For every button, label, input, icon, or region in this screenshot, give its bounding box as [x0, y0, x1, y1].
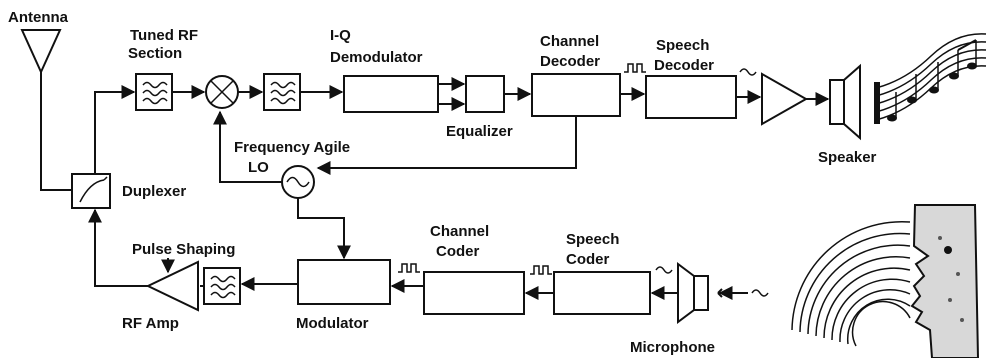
iq-demodulator-block	[343, 75, 439, 113]
microphone-icon	[677, 262, 709, 324]
duplexer-label: Duplexer	[122, 183, 186, 200]
pulse-shaping-label: Pulse Shaping	[132, 241, 235, 258]
speaking-face-icon	[791, 204, 980, 358]
rf-amplifier-icon	[145, 260, 199, 312]
music-notes-icon	[874, 33, 987, 124]
speaker-icon	[829, 63, 861, 141]
channel-coder-block	[423, 271, 525, 315]
antenna-label: Antenna	[8, 9, 69, 26]
microphone-label: Microphone	[630, 339, 715, 356]
channel-decoder-label-1: Channel	[540, 33, 599, 50]
tuned-rf-label-2: Section	[128, 45, 182, 62]
speech-decoder-block	[645, 75, 737, 119]
iq-label-2: Demodulator	[330, 49, 423, 66]
digital-pulse-icon	[529, 265, 553, 275]
tx-filter-icon	[203, 267, 241, 305]
modulator-label: Modulator	[296, 315, 369, 332]
channel-coder-label-1: Channel	[430, 223, 489, 240]
channel-coder-label-2: Coder	[436, 243, 480, 260]
tuned-rf-label-1: Tuned RF	[130, 27, 198, 44]
speech-coder-label-2: Coder	[566, 251, 610, 268]
mixer-icon	[205, 75, 239, 109]
rf-amp-label: RF Amp	[122, 315, 179, 332]
freq-agile-label-2: LO	[248, 159, 269, 176]
oscillator-icon	[281, 165, 315, 199]
speech-decoder-label-2: Decoder	[654, 57, 714, 74]
equalizer-label: Equalizer	[446, 123, 513, 140]
if-filter-icon	[263, 73, 301, 111]
duplexer-block	[71, 173, 111, 209]
tuned-rf-filter-icon	[135, 73, 173, 111]
speaker-label: Speaker	[818, 149, 877, 166]
channel-decoder-block	[531, 73, 621, 117]
antenna-icon	[20, 29, 62, 178]
speech-coder-label-1: Speech	[566, 231, 619, 248]
modulator-block	[297, 259, 391, 305]
speech-decoder-label-1: Speech	[656, 37, 709, 54]
freq-agile-label-1: Frequency Agile	[234, 139, 350, 156]
analog-wave-icon	[739, 68, 757, 76]
speech-coder-block	[553, 271, 651, 315]
digital-pulse-icon	[397, 263, 421, 273]
equalizer-block	[465, 75, 505, 113]
channel-decoder-label-2: Decoder	[540, 53, 600, 70]
digital-pulse-icon	[623, 63, 647, 73]
iq-label-1: I-Q	[330, 27, 351, 44]
amplifier-icon	[761, 72, 809, 126]
